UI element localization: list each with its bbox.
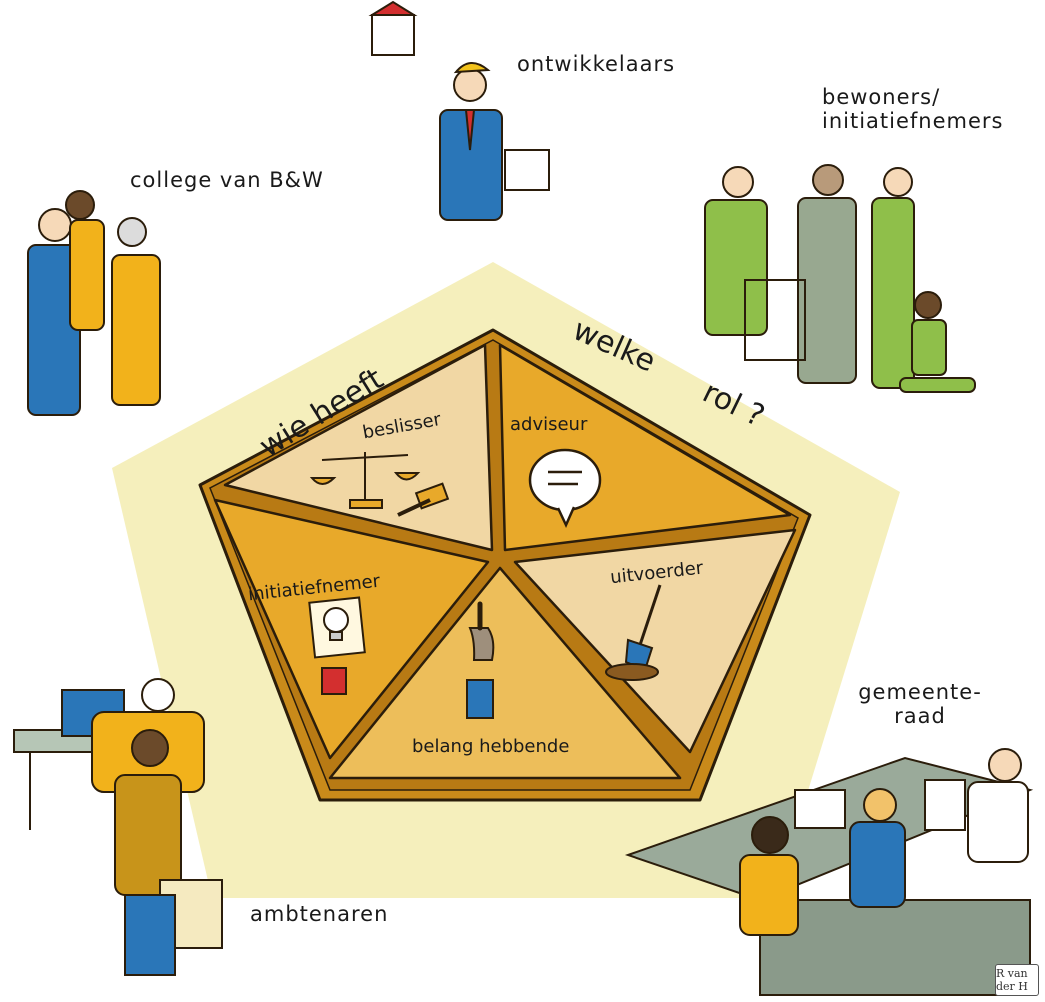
label-bewoners-line2: initiatiefnemers	[822, 109, 1004, 133]
role-adviseur: adviseur	[510, 414, 588, 435]
ambtenaren-figure	[13, 678, 223, 976]
role-belanghebbende: belang hebbende	[412, 736, 569, 757]
label-bewoners-line1: bewoners/	[822, 85, 941, 109]
gavel-icon	[397, 482, 450, 517]
bewoners-figure	[704, 164, 976, 393]
label-gemeenteraad-line2: raad	[894, 704, 946, 728]
lightbulb-icon	[308, 596, 366, 695]
segment-belanghebbende	[328, 566, 682, 780]
artist-signature: R van der H	[995, 964, 1039, 996]
college-figure	[27, 190, 161, 416]
label-gemeenteraad: gemeente- raad	[855, 680, 985, 728]
gemeenteraad-figure	[624, 748, 1034, 996]
shovel-icon	[605, 584, 662, 681]
speech-bubble-icon	[528, 448, 602, 529]
ontwikkelaars-figure	[368, 0, 550, 221]
label-college: college van B&W	[130, 168, 324, 192]
scales-icon	[309, 452, 421, 509]
label-ontwikkelaars: ontwikkelaars	[517, 52, 676, 76]
label-bewoners: bewoners/ initiatiefnemers	[822, 85, 1042, 133]
label-gemeenteraad-line1: gemeente-	[858, 680, 982, 704]
segment-uitvoerder	[513, 528, 797, 754]
raised-hand-icon	[466, 601, 495, 719]
label-ambtenaren: ambtenaren	[250, 902, 389, 926]
